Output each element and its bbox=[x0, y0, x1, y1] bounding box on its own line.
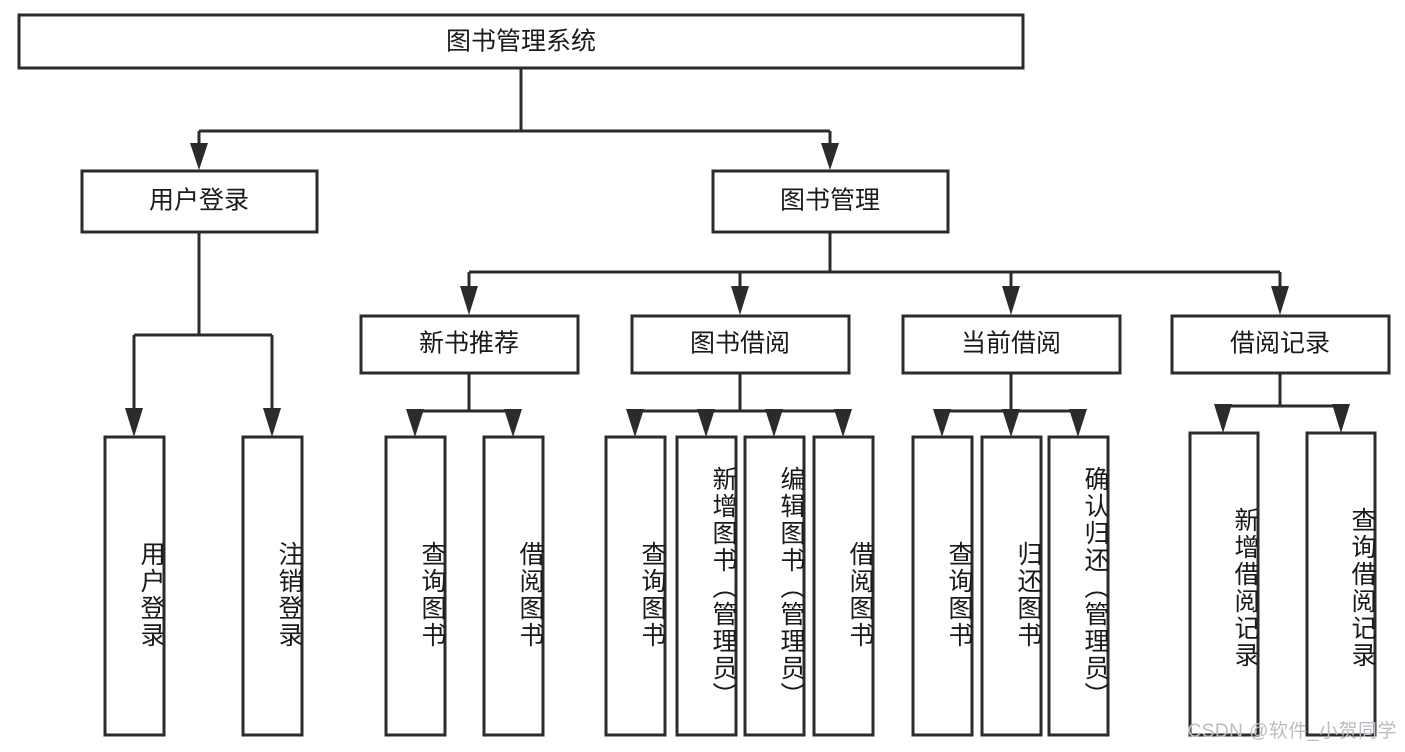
arrow-head-level3-2 bbox=[731, 286, 749, 315]
connector-user-login-to-leaves bbox=[125, 232, 281, 437]
node-new-book-recommend-label: 新书推荐 bbox=[419, 330, 519, 358]
node-book-borrow-label: 图书借阅 bbox=[690, 330, 790, 358]
connector-book-borrow-to-leaves bbox=[626, 373, 852, 437]
leaf-box-bb-0[interactable] bbox=[604, 435, 667, 737]
leaf-box-br-1[interactable] bbox=[1305, 431, 1377, 737]
leaf-box-cb-2[interactable] bbox=[1047, 435, 1110, 737]
arrow-head-bb-3 bbox=[765, 409, 783, 437]
arrow-head-cb-2 bbox=[1002, 409, 1020, 437]
arrow-head-cb-3 bbox=[1069, 409, 1087, 437]
node-book-manage-label: 图书管理 bbox=[780, 187, 880, 215]
node-borrow-record-box[interactable] bbox=[1170, 314, 1391, 375]
csdn-watermark: CSDN @软件_小贺同学 bbox=[1187, 721, 1397, 742]
node-root-label: 图书管理系统 bbox=[446, 28, 596, 56]
arrow-head-level3-1 bbox=[460, 286, 478, 315]
arrow-head-bb-1 bbox=[626, 409, 644, 437]
node-borrow-record[interactable]: 借阅记录 bbox=[1170, 314, 1391, 375]
node-book-borrow[interactable]: 图书借阅 bbox=[630, 314, 851, 375]
arrow-head-bb-2 bbox=[697, 409, 715, 437]
node-borrow-record-label: 借阅记录 bbox=[1230, 330, 1330, 358]
node-book-manage-box[interactable] bbox=[711, 169, 950, 234]
arrow-head-nbr-2 bbox=[504, 409, 522, 437]
arrow-head-user-login-2 bbox=[263, 408, 281, 437]
node-user-login-label: 用户登录 bbox=[149, 187, 249, 215]
leaf-box-bb-2[interactable] bbox=[743, 435, 806, 737]
arrow-head-level3-4 bbox=[1271, 286, 1289, 315]
connector-borrow-record-to-leaves bbox=[1214, 373, 1350, 433]
leaf-box-cb-1[interactable] bbox=[980, 435, 1043, 737]
leaf-box-bb-1[interactable] bbox=[675, 435, 738, 737]
connector-book-manage-to-level3 bbox=[460, 232, 1289, 315]
arrow-head-bb-4 bbox=[834, 409, 852, 437]
arrow-head-cb-1 bbox=[933, 409, 951, 437]
node-root[interactable]: 图书管理系统 bbox=[17, 13, 1025, 70]
leaf-box-br-0[interactable] bbox=[1188, 431, 1260, 737]
node-current-borrow[interactable]: 当前借阅 bbox=[901, 314, 1122, 375]
node-root-box[interactable] bbox=[17, 13, 1025, 70]
arrow-head-nbr-1 bbox=[406, 409, 424, 437]
arrow-head-root-1 bbox=[190, 143, 208, 170]
arrow-head-br-2 bbox=[1332, 404, 1350, 433]
leaf-box-nbr-1[interactable] bbox=[482, 435, 545, 737]
node-user-login[interactable]: 用户登录 bbox=[80, 169, 319, 234]
leaf-box-bb-3[interactable] bbox=[812, 435, 875, 737]
node-current-borrow-box[interactable] bbox=[901, 314, 1122, 375]
node-book-manage[interactable]: 图书管理 bbox=[711, 169, 950, 234]
node-current-borrow-label: 当前借阅 bbox=[961, 330, 1061, 358]
leaf-box-cb-0[interactable] bbox=[911, 435, 974, 737]
connector-root-to-level2 bbox=[190, 68, 839, 170]
node-new-book-recommend-box[interactable] bbox=[359, 314, 580, 375]
connector-current-borrow-to-leaves bbox=[933, 373, 1087, 437]
leaf-box-user-login-1[interactable] bbox=[241, 435, 304, 737]
arrow-head-level3-3 bbox=[1002, 286, 1020, 315]
arrow-head-user-login-1 bbox=[125, 408, 143, 437]
node-book-borrow-box[interactable] bbox=[630, 314, 851, 375]
arrow-head-root-2 bbox=[821, 143, 839, 170]
leaf-box-user-login-0[interactable] bbox=[103, 435, 166, 737]
arrow-head-br-1 bbox=[1214, 404, 1232, 433]
leaf-box-nbr-0[interactable] bbox=[384, 435, 447, 737]
connector-new-book-recommend-to-leaves bbox=[406, 373, 522, 437]
node-new-book-recommend[interactable]: 新书推荐 bbox=[359, 314, 580, 375]
